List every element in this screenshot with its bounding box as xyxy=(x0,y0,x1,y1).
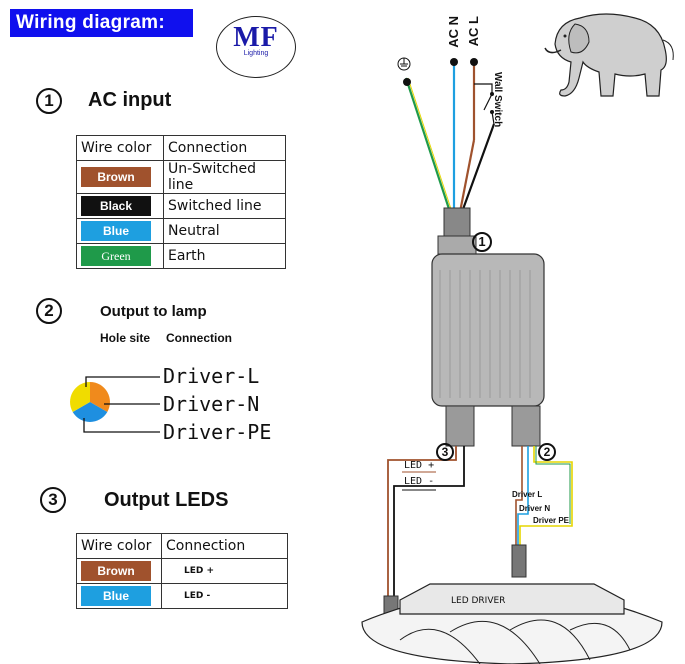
wall-switch-label: Wall Switch xyxy=(492,72,503,128)
logo-text: MF xyxy=(233,22,279,53)
led-driver-label: LED DRIVER xyxy=(451,596,506,606)
logo-subtext: Lighting xyxy=(243,50,269,57)
hole-site-header: Hole site xyxy=(100,331,151,345)
table-row: Brown LED + xyxy=(76,558,288,584)
table-cell: Un-Switched line xyxy=(163,160,286,194)
marker-1: 1 xyxy=(472,232,492,252)
table-header: Connection xyxy=(163,135,286,161)
table-header: Wire color xyxy=(76,135,164,161)
marker-3: 3 xyxy=(436,443,454,461)
table-cell: Neutral xyxy=(163,218,286,244)
pie-slice-pe xyxy=(70,382,90,412)
ac-label: AC xyxy=(466,27,481,47)
table-cell: LED - xyxy=(161,583,288,609)
pie-slice-n xyxy=(72,402,108,422)
table-header: Wire color xyxy=(76,533,162,559)
table-row: Brown Un-Switched line xyxy=(76,160,286,194)
wire-color-chip: Brown xyxy=(81,167,151,187)
ac-label: AC xyxy=(446,29,461,48)
table-row: Green Earth xyxy=(76,243,286,269)
hole-site-pie xyxy=(70,376,160,433)
wire-color-chip: Black xyxy=(81,196,151,216)
driver-pe-wire-label: Driver PE xyxy=(533,516,570,525)
table-row: Black Switched line xyxy=(76,193,286,219)
wire-color-chip: Blue xyxy=(81,586,151,606)
table-cell: LED + xyxy=(161,558,288,584)
section2-number: 2 xyxy=(36,298,62,324)
brand-logo: MF Lighting xyxy=(216,16,296,78)
led-minus-label: LED - xyxy=(404,476,435,487)
page-title: Wiring diagram: xyxy=(10,9,193,37)
ac-n-label-text: AC N xyxy=(446,16,461,48)
table-row: Blue Neutral xyxy=(76,218,286,244)
n-label: N xyxy=(446,16,461,26)
elephant-illustration xyxy=(544,13,674,97)
table-cell: Earth xyxy=(163,243,286,269)
wiring-diagram xyxy=(361,57,663,664)
table-header: Connection xyxy=(161,533,288,559)
wire-color-chip: Brown xyxy=(81,561,151,581)
section2-title: Output to lamp xyxy=(100,303,207,320)
led-plus-label: LED + xyxy=(404,460,435,471)
ac-input-table: Wire color Connection Brown Un-Switched … xyxy=(76,135,286,269)
table-header-row: Wire color Connection xyxy=(76,135,286,161)
table-cell: Switched line xyxy=(163,193,286,219)
driver-n-label: Driver-N xyxy=(163,392,260,416)
driver-l-wire-label: Driver L xyxy=(512,490,543,499)
output-leds-table: Wire color Connection Brown LED + Blue L… xyxy=(76,533,288,609)
wire-color-chip: Green xyxy=(81,246,151,266)
driver-n-wire-label: Driver N xyxy=(519,504,551,513)
l-label: L xyxy=(466,16,481,24)
marker-2: 2 xyxy=(538,443,556,461)
section1-title: AC input xyxy=(88,89,172,111)
ac-l-label-text: AC L xyxy=(466,16,481,47)
driver-pe-label: Driver-PE xyxy=(163,420,272,444)
section1-number: 1 xyxy=(36,88,62,114)
driver-l-label: Driver-L xyxy=(163,364,260,388)
table-header-row: Wire color Connection xyxy=(76,533,288,559)
table-row: Blue LED - xyxy=(76,583,288,609)
connection-header: Connection xyxy=(166,331,232,345)
section3-title: Output LEDS xyxy=(104,489,229,511)
section3-number: 3 xyxy=(40,487,66,513)
wire-color-chip: Blue xyxy=(81,221,151,241)
